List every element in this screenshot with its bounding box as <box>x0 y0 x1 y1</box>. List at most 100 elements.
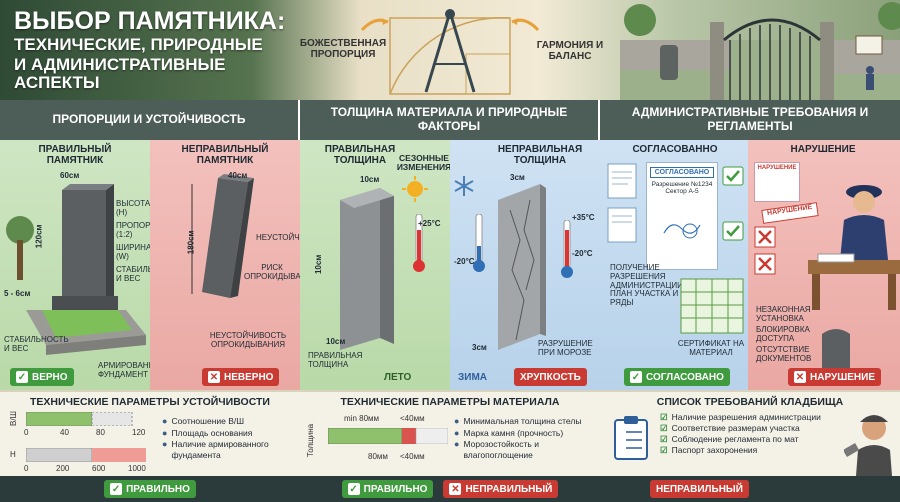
damaged-monument-icon <box>822 329 850 370</box>
thickness-bar-chart <box>328 428 448 444</box>
divine-proportion-label: БОЖЕСТВЕННАЯ ПРОПОРЦИЯ <box>299 38 387 60</box>
correct-status-badge: ✓ПРАВИЛЬНО <box>341 480 434 498</box>
checkmarks-icon <box>722 166 744 241</box>
badge-label: ПРАВИЛЬНО <box>126 483 190 495</box>
temp-minus2-label: -20°C <box>572 249 593 258</box>
stability-bullets: ●Соотношение В/Ш ●Площадь основания ●Нал… <box>162 416 296 461</box>
check-icon: ✓ <box>16 371 28 383</box>
correct-thickness-title: ПРАВИЛЬНАЯ ТОЛЩИНА <box>324 144 396 166</box>
documents-icon <box>607 163 637 243</box>
panel-title: ТЕХНИЧЕСКИЕ ПАРАМЕТРЫ МАТЕРИАЛА <box>340 396 560 408</box>
proportion-label: ПРОПОРЦИЯ (1:2) <box>116 221 168 239</box>
agreed-title: СОГЛАСОВАННО <box>632 144 718 155</box>
thermometer-cold-icon <box>473 214 485 272</box>
wrong-monument-drawing <box>191 174 254 298</box>
height-dim-label: 120см <box>34 224 44 249</box>
violation-label: ОТСУТСТВИЕ ДОКУМЕНТОВ <box>756 345 812 363</box>
left-arrow-icon <box>360 18 389 32</box>
wrong-status-badge: ✕НЕПРАВИЛЬНЫЙ <box>443 480 559 498</box>
height-tick: 1000 <box>128 464 146 473</box>
bottom-status-s2: ✓ПРАВИЛЬНО ✕НЕПРАВИЛЬНЫЙ <box>300 476 600 502</box>
width-label: ШИРИНА (W) <box>116 243 152 261</box>
wrong-monument-panel: НЕПРАВИЛЬНЫЙ ПАМЯТНИК 40см 180см НЕУСТОЙ… <box>150 140 333 390</box>
summer-label: ЛЕТО <box>384 372 412 383</box>
title-line-2: ТЕХНИЧЕСКИЕ, ПРИРОДНЫЕ <box>14 35 263 55</box>
title-line-3: И АДМИНИСТРАТИВНЫЕ АСПЕКТЫ <box>14 55 226 92</box>
agreed-badge: ✓СОГЛАСОВАНО <box>624 368 730 386</box>
section-material: ТОЛЩИНА МАТЕРИАЛА И ПРИРОДНЫЕ ФАКТОРЫ ПР… <box>300 100 600 502</box>
badge-label: НЕПРАВИЛЬНЫЙ <box>656 483 743 495</box>
lt-thickness-label: <40мм <box>400 414 425 423</box>
section-proportions: ПРОПОРЦИИ И УСТОЙЧИВОСТЬ ПРАВИЛЬНЫЙ ПАМЯ… <box>0 100 333 502</box>
page-title: ВЫБОР ПАМЯТНИКА: ТЕХНИЧЕСКИЕ, ПРИРОДНЫЕ … <box>14 8 314 92</box>
material-bullets: ●Минимальная толщина стелы ●Марка камня … <box>454 416 598 461</box>
seal-icon <box>663 223 701 239</box>
checklist-item: ☑Паспорт захоронения <box>660 445 758 456</box>
wrong-width-dim-label: 40см <box>228 171 248 180</box>
title-line-1: ВЫБОР ПАМЯТНИКА: <box>14 7 286 35</box>
cracked-slab-drawing <box>498 184 546 350</box>
bullet-item: ●Соотношение В/Ш <box>162 416 245 426</box>
thickness-top-label: 10см <box>360 175 380 184</box>
instability-label: НЕУСТОЙЧИВОСТЬ <box>256 233 333 242</box>
bullet-item: ●Марка камня (прочность) <box>454 427 564 438</box>
permit-document: СОГЛАСОВАНО Разрешение №1234 Сектор А-5 <box>646 162 718 270</box>
tipping-instability-label: НЕУСТОЙЧИВОСТЬ ОПРОКИДЫВАНИЯ <box>209 331 287 349</box>
width-dim-label: 60см <box>60 171 80 180</box>
panel-title: СПИСОК ТРЕБОВАНИЙ КЛАДБИЩА <box>656 396 844 408</box>
bottom-status-s3: НЕПРАВИЛЬНЫЙ <box>600 476 900 502</box>
snowflake-icon <box>454 176 474 196</box>
wrong-badge: ✕НЕВЕРНО <box>202 368 280 386</box>
bullet-item: ●Наличие армированного фундамента <box>162 439 269 461</box>
doc-label: ПОЛУЧЕНИЕ РАЗРЕШЕНИЯ АДМИНИСТРАЦИИ <box>610 263 683 290</box>
wrong-top-label: 3см <box>510 173 525 182</box>
summer-panel: ПРАВИЛЬНАЯ ТОЛЩИНА СЕЗОННЫЕ ИЗМЕНЕНИЯ +2… <box>300 140 452 390</box>
x-icon: ✕ <box>449 483 462 495</box>
foundation-label: АРМИРОВАННОГО ФУНДАМЕНТ <box>98 361 171 379</box>
thickness-axis-label: Толщина <box>306 423 316 458</box>
ratio-tick: 0 <box>24 428 29 437</box>
height-tick: 0 <box>24 464 29 473</box>
wrong-thickness-title: НЕПРАВИЛЬНАЯ ТОЛЩИНА <box>497 144 583 166</box>
bullet-item: ●Минимальная толщина стелы <box>454 416 582 426</box>
height-tick: 200 <box>56 464 70 473</box>
height-label: ВЫСОТА (Н) <box>116 199 151 217</box>
cemetery-gate-illustration <box>620 2 900 100</box>
x-icon: ✕ <box>208 371 220 383</box>
header-banner: ВЫБОР ПАМЯТНИКА: ТЕХНИЧЕСКИЕ, ПРИРОДНЫЕ … <box>0 0 900 100</box>
section-heading: ПРОПОРЦИИ И УСТОЙЧИВОСТЬ <box>0 100 298 140</box>
correct-badge: ✓ВЕРНО <box>10 368 74 386</box>
bottom-status-s1: ✓ПРАВИЛЬНО <box>0 476 300 502</box>
bullet-item: ●Морозостойкость и влагопоглощение <box>454 439 539 461</box>
agreed-panel: СОГЛАСОВАННО СОГЛАСОВАНО Разрешение №123… <box>600 140 748 390</box>
right-arrow-icon <box>511 18 540 32</box>
thermometer-hot-icon <box>413 214 425 272</box>
min-thickness-label: min 80мм <box>344 414 380 423</box>
badge-label: НЕПРАВИЛЬНЫЙ <box>465 483 553 495</box>
winter-panel: НЕПРАВИЛЬНАЯ ТОЛЩИНА -20°C 3см +35°C -20… <box>450 140 600 390</box>
violation-title: НАРУШЕНИЕ <box>790 144 856 155</box>
thick-slab-drawing <box>340 188 394 350</box>
wrong-monument-title: НЕПРАВИЛЬНЫЙ ПАМЯТНИК <box>181 144 269 166</box>
violation-panel: НАРУШЕНИЕ НАРУШЕНИЕ НАРУШЕНИЕ НЕЗАКОННАЯ… <box>748 140 900 390</box>
doc-label: ПЛАН УЧАСТКА И РЯДЫ <box>610 289 679 307</box>
base-dim-label: 5 - 6см <box>4 289 31 298</box>
height-bar-label: Н <box>10 450 16 459</box>
section-heading: ТОЛЩИНА МАТЕРИАЛА И ПРИРОДНЫЕ ФАКТОРЫ <box>300 100 598 140</box>
harmony-balance-label: ГАРМОНИЯ И БАЛАНС <box>536 40 604 62</box>
badge-label: НАРУШЕНИЕ <box>810 371 875 383</box>
violation-doc: НАРУШЕНИЕ <box>754 162 800 202</box>
correct-monument-drawing <box>6 184 146 355</box>
wrong-bottom-label: 3см <box>472 343 487 352</box>
seasonal-label: СЕЗОННЫЕ ИЗМЕНЕНИЯ <box>396 153 452 173</box>
violation-badge: ✕НАРУШЕНИЕ <box>788 368 881 386</box>
temp-plus-label: +25°C <box>418 219 441 228</box>
ratio-tick: 80 <box>96 428 105 437</box>
stability-label: СТАБИЛЬНОСТЬ И ВЕС <box>116 265 181 283</box>
frost-caption: РАЗРУШЕНИЕ ПРИ МОРОЗЕ <box>538 339 593 357</box>
height-bar-chart <box>26 448 146 462</box>
compass-golden-ratio-icon <box>389 9 511 95</box>
requirements-checklist: ☑Наличие разрешения администрации ☑Соотв… <box>660 412 836 456</box>
permit-sector: Сектор А-5 <box>665 188 699 195</box>
